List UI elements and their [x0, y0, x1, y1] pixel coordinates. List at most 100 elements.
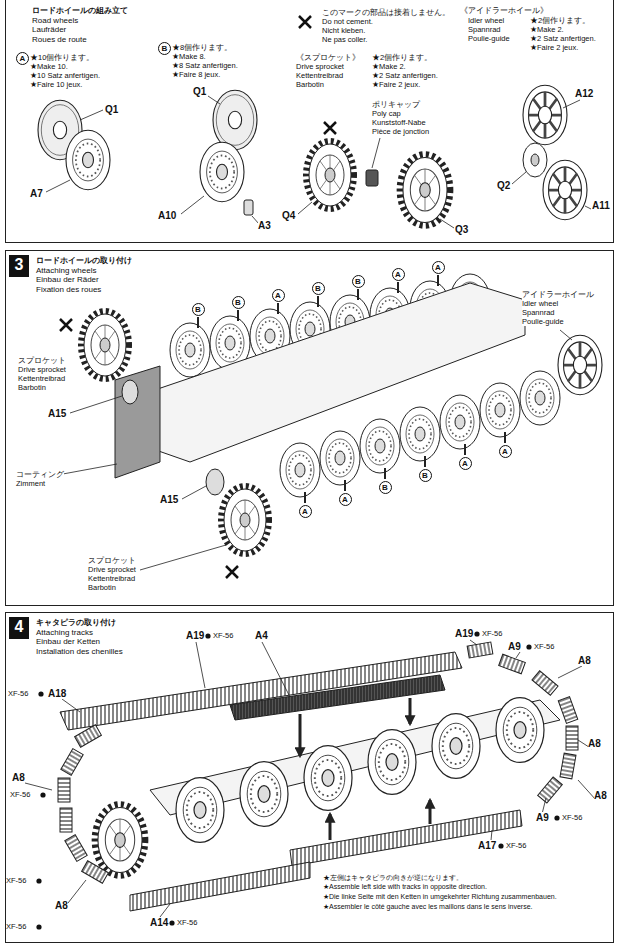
part-number: Q4: [282, 210, 295, 221]
wheel-layout: [440, 395, 480, 449]
part-note: XF-56: [6, 922, 26, 931]
step-heading: Attaching wheels: [36, 266, 613, 276]
part-number: A12: [575, 88, 593, 99]
road-wheel-parts: [400, 154, 450, 225]
wheel-layout: [122, 380, 138, 404]
part-number: A15: [160, 494, 178, 505]
wheel-layout: [280, 443, 320, 497]
track-layout: [566, 726, 578, 750]
part-number: A9: [508, 641, 521, 652]
paint-dot: [169, 920, 174, 925]
part-note: Poly cap: [372, 109, 401, 118]
track-layout: [58, 778, 70, 802]
part-note: ★Faire 2 jeux.: [372, 80, 420, 89]
wheel-type-mark: B: [158, 42, 171, 55]
track-layout: [368, 730, 416, 795]
step-number: 4: [9, 617, 29, 639]
part-number: A8: [594, 790, 607, 801]
paint-dot: [205, 633, 210, 638]
track-layout: [409, 698, 412, 724]
wheel-type-mark: A: [299, 505, 312, 518]
wheel-layout: [424, 456, 426, 467]
track-layout: [558, 697, 577, 724]
road-wheel-parts: [299, 16, 311, 28]
wheel-layout: [52, 330, 572, 570]
paint-dot: [474, 631, 479, 636]
wheel-type-mark: B: [379, 481, 392, 494]
wheel-layout: [70, 396, 122, 413]
wheel-type-mark: A: [272, 289, 285, 302]
track-layout: [558, 666, 582, 678]
wheel-layout: [504, 432, 506, 443]
step-heading: Einbau der Ketten: [36, 637, 613, 647]
track-layout: [329, 814, 332, 840]
part-note: Idler wheel: [522, 299, 558, 308]
wheel-layout: [560, 330, 572, 340]
track-layout: [25, 640, 596, 917]
part-number: A18: [48, 688, 66, 699]
part-number: A8: [55, 900, 68, 911]
part-note: XF-56: [8, 689, 28, 698]
wheel-layout: [357, 289, 359, 300]
wheel-type-mark: A: [16, 52, 29, 65]
wheel-layout: [182, 486, 206, 499]
part-note: ★2 Satz anfertigen.: [530, 34, 596, 43]
road-wheel-parts: [523, 85, 567, 144]
wheel-layout: [237, 310, 239, 321]
wheel-layout: [397, 282, 399, 293]
wheel-layout: [520, 371, 560, 425]
part-note: ★Faire 10 jeux.: [30, 80, 82, 89]
track-layout: [196, 642, 205, 688]
part-note: Kettentreibrad: [296, 71, 343, 80]
road-wheel-parts: [213, 90, 257, 149]
part-note: XF-56: [482, 629, 502, 638]
part-note: ★Faire 8 jeux.: [172, 70, 220, 79]
step-panel: ロードホイールの組み立てRoad wheelsLaufräderRoues de…: [5, 0, 614, 243]
track-layout: [62, 699, 80, 712]
track-layout: [160, 904, 170, 917]
part-note: ★Make 10.: [30, 62, 68, 71]
road-wheel-parts: [200, 142, 244, 201]
paint-dot: [554, 815, 559, 820]
step-number-text: 4: [15, 617, 24, 637]
paint-dot: [36, 924, 41, 929]
track-layout: [240, 762, 288, 827]
track-layout: [262, 642, 290, 697]
part-note: 《アイドラーホイール》: [460, 6, 548, 16]
track-layout: [60, 808, 72, 832]
track-layout: [176, 778, 224, 843]
paint-dot: [36, 631, 559, 929]
paint-dot: [38, 691, 43, 696]
step-heading: Attaching tracks: [36, 628, 613, 638]
road-wheel-parts: [244, 200, 253, 215]
wheel-layout: [360, 419, 400, 473]
part-note: XF-56: [6, 876, 26, 885]
road-wheel-parts: [38, 16, 587, 226]
wheel-layout: [206, 469, 224, 495]
part-number: A3: [258, 220, 271, 231]
part-number: A8: [588, 738, 601, 749]
part-note: Barbotin: [18, 383, 46, 392]
part-number: A8: [12, 772, 25, 783]
track-layout: [499, 654, 526, 673]
part-number: Q1: [105, 104, 118, 115]
part-note: Idler wheel: [468, 16, 504, 25]
part-note: ★Make 2.: [530, 25, 564, 34]
step-heading: キャタピラの取り付け: [36, 618, 613, 628]
part-note: XF-56: [10, 790, 30, 799]
wheel-layout: [480, 383, 520, 437]
wheel-layout: [115, 366, 160, 478]
leader-line: [440, 219, 454, 228]
track-layout: [25, 783, 52, 790]
wheel-layout: [304, 492, 306, 503]
wheel-type-mark: B: [192, 303, 205, 316]
step-heading: ロードホイールの取り付け: [36, 256, 613, 266]
leader-line: [372, 138, 380, 168]
track-layout: [25, 640, 596, 917]
track-layout: [560, 753, 576, 779]
part-note: ★10 Satz anfertigen.: [30, 71, 100, 80]
track-layout: [300, 698, 430, 840]
track-layout: [516, 652, 520, 658]
